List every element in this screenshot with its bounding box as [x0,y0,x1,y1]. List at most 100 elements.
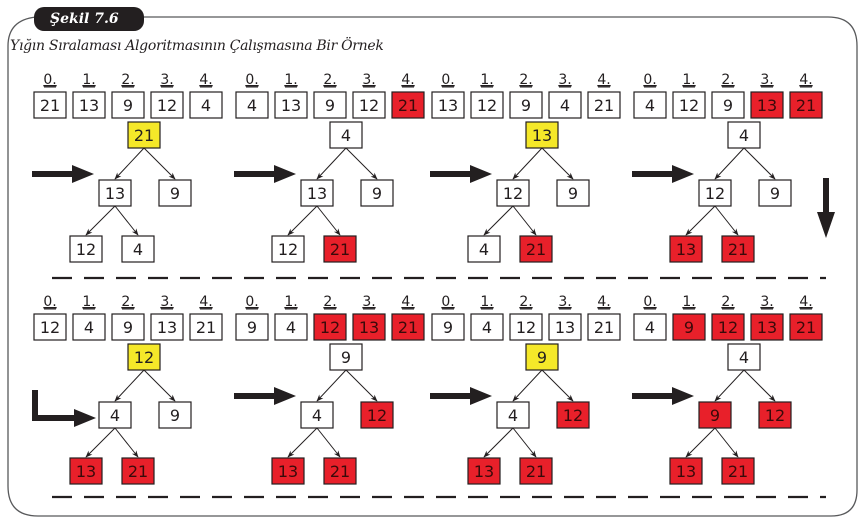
tree-node: 12 [69,235,103,263]
array-cell: 13 [750,313,784,341]
index-label: 4. [597,294,610,310]
tree-node-box [300,179,334,207]
tree-node-box [758,401,792,429]
tree-node-box [98,401,132,429]
array: 0.91.42.123.134.21 [431,294,621,341]
index-label: 0. [643,72,656,88]
tree-edge [483,427,514,458]
index-label: 3. [160,294,173,310]
index-label: 1. [284,72,297,88]
tree-node: 21 [121,457,155,485]
tree-node-box [698,401,732,429]
tree-node-value: 12 [278,240,298,259]
index-label: 0. [643,294,656,310]
array-cell-box [33,313,67,341]
array-cell-value: 4 [84,318,94,337]
tree-node-box [121,457,155,485]
tree-node-value: 21 [330,240,350,259]
array-cell-value: 21 [398,96,418,115]
array-cell-value: 12 [516,318,536,337]
array-cell: 4 [548,91,582,119]
index-label: 4. [199,294,212,310]
index-label: 0. [43,72,56,88]
tree-node: 13 [669,457,703,485]
array-cell: 13 [72,91,106,119]
index-label: 2. [121,294,134,310]
index-label: 3. [760,294,773,310]
index-label: 2. [323,72,336,88]
array-cell-box [509,313,543,341]
array-cell-value: 12 [718,318,738,337]
array-cell-value: 21 [196,318,216,337]
index-label: 2. [721,72,734,88]
array-cell-value: 13 [281,96,301,115]
index-label: 0. [43,294,56,310]
tree-node: 21 [519,235,553,263]
array: 0.41.132.93.124.21 [235,72,425,119]
tree-node-value: 4 [110,406,120,425]
array-cell-value: 9 [443,318,453,337]
tree-node: 9 [158,401,192,429]
array-cell: 21 [587,91,621,119]
tree-node: 12 [556,401,590,429]
tree-node: 9 [158,179,192,207]
array-cell-box [711,313,745,341]
tree-edge [512,147,543,180]
array-cell-box [391,313,425,341]
array-cell-value: 4 [247,96,257,115]
step-arrow-right-icon [632,387,694,405]
array-cell: 9 [111,313,145,341]
tree-node: 12 [496,179,530,207]
tree-node-box [271,457,305,485]
tree-node-box [360,179,394,207]
tree-edge [316,369,347,402]
tree-edge [541,369,574,402]
array-cell-value: 13 [359,318,379,337]
tree-node-value: 13 [676,462,696,481]
index-label: 0. [245,294,258,310]
array-cell: 21 [189,313,223,341]
array-cell-box [72,91,106,119]
index-label: 0. [441,294,454,310]
array-cell-value: 13 [79,96,99,115]
tree-node-box [467,457,501,485]
array-cell-value: 21 [398,318,418,337]
tree-node-box [721,457,755,485]
figure-border [7,16,858,517]
tree-edge [345,369,378,402]
tree-node-box [556,179,590,207]
tree-node-value: 12 [705,184,725,203]
tree-node: 4 [121,235,155,263]
tree-node-value: 4 [133,240,143,259]
array-cell-box [189,91,223,119]
array-cell-box [431,313,465,341]
array-cell-box [548,313,582,341]
tree-node-value: 12 [76,240,96,259]
array-cell-value: 4 [201,96,211,115]
tree-node-value: 9 [537,348,547,367]
step-arrow-elbow-icon [32,390,96,427]
tree-node: 13 [525,121,559,149]
array: 0.211.132.93.124.4 [33,72,223,119]
array-cell-value: 21 [796,96,816,115]
step-arrow-right-icon [632,165,694,183]
tree-node-value: 21 [728,462,748,481]
index-label: 3. [558,72,571,88]
array-cell: 13 [750,91,784,119]
tree-node-box [519,457,553,485]
tree-node-value: 21 [134,126,154,145]
tree-edge [114,427,139,458]
array-cell: 13 [150,313,184,341]
tree-node-value: 21 [128,462,148,481]
array-cell-box [672,91,706,119]
array-cell: 21 [587,313,621,341]
tree-node-value: 12 [563,406,583,425]
array-cell-box [587,313,621,341]
tree-node: 4 [727,343,761,371]
array-cell-box [313,91,347,119]
